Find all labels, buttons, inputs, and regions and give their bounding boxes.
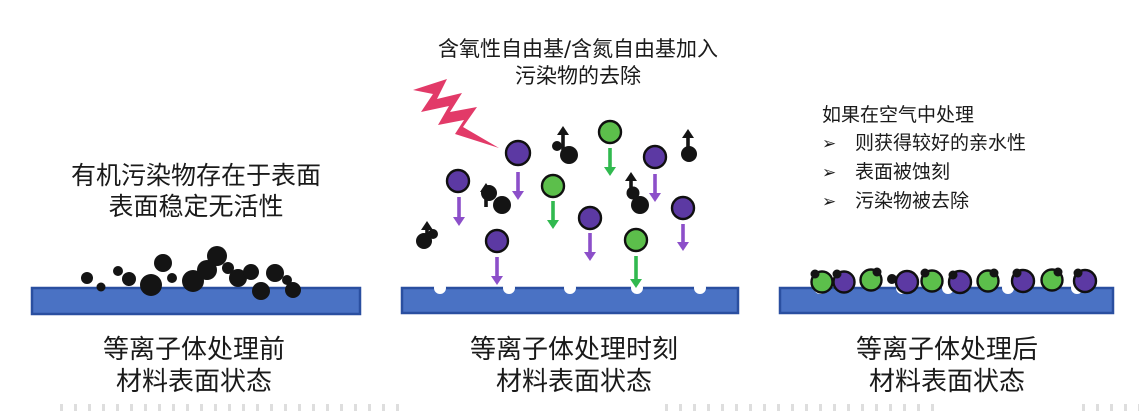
- right-conditions-header: 如果在空气中处理: [822, 104, 975, 126]
- right-caption-line1: 等离子体处理后: [855, 335, 1038, 365]
- middle-panel-header: 含氧性自由基/含氮自由基加入 污染物的去除: [407, 36, 749, 90]
- arrowhead-bullet-icon: ➢: [822, 134, 837, 154]
- left-panel-caption: 等离子体处理前 材料表面状态: [34, 334, 354, 398]
- right-panel-caption: 等离子体处理后 材料表面状态: [787, 334, 1107, 398]
- bullet-text: 则获得较好的亲水性: [855, 132, 1027, 154]
- cropped-text-artifact: [60, 404, 410, 411]
- middle-header-line1: 含氧性自由基/含氮自由基加入: [437, 37, 719, 61]
- cropped-text-artifact: [1082, 404, 1139, 411]
- middle-caption-line1: 等离子体处理时刻: [469, 335, 678, 365]
- left-panel-title: 有机污染物存在于表面 表面稳定无活性: [30, 160, 362, 222]
- middle-caption-line2: 材料表面状态: [495, 367, 652, 397]
- middle-panel-caption: 等离子体处理时刻 材料表面状态: [414, 334, 734, 398]
- left-caption-line2: 材料表面状态: [115, 367, 272, 397]
- cropped-text-artifact: [665, 404, 935, 411]
- middle-header-line2: 污染物的去除: [515, 64, 641, 88]
- bullet-item: ➢ 表面被蚀刻: [822, 160, 1122, 185]
- right-caption-line2: 材料表面状态: [868, 367, 1025, 397]
- left-caption-line1: 等离子体处理前: [102, 335, 285, 365]
- arrowhead-bullet-icon: ➢: [822, 192, 837, 212]
- bullet-item: ➢ 则获得较好的亲水性: [822, 131, 1122, 156]
- bullet-text: 污染物被去除: [855, 190, 970, 212]
- right-panel-conditions: 如果在空气中处理 ➢ 则获得较好的亲水性 ➢ 表面被蚀刻 ➢ 污染物被去除: [822, 103, 1122, 214]
- left-title-line2: 表面稳定无活性: [108, 192, 284, 221]
- bullet-text: 表面被蚀刻: [855, 161, 951, 183]
- left-title-line1: 有机污染物存在于表面: [70, 161, 321, 190]
- arrowhead-bullet-icon: ➢: [822, 163, 837, 183]
- bullet-item: ➢ 污染物被去除: [822, 189, 1122, 214]
